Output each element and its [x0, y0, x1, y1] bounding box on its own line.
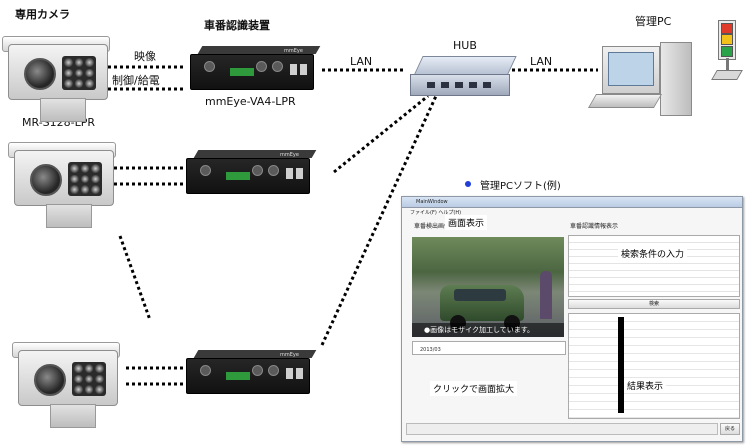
menu-bar[interactable]: ファイル(F) ヘルプ(H) [410, 210, 462, 216]
control-power-label: 制御/給電 [112, 74, 160, 87]
recognition-device-icon: mmEye [186, 350, 317, 394]
callout-screen-display: 画面表示 [445, 215, 488, 230]
lan-dev3-hub [320, 95, 438, 346]
pc-label: 管理PC [635, 15, 672, 28]
camera-title: 専用カメラ [15, 8, 70, 21]
callout-result-display: 結果表示 [624, 378, 667, 393]
software-window[interactable]: MainWindow ファイル(F) ヘルプ(H) 車番検出画像 車番認識情報表… [401, 196, 743, 442]
window-title: MainWindow [416, 199, 448, 205]
bullet-icon [465, 181, 471, 187]
lan-label-left: LAN [350, 55, 373, 68]
security-camera-icon [12, 342, 120, 428]
lan-label-right: LAN [530, 55, 553, 68]
plate-readout-bar [412, 341, 566, 355]
software-title: 管理PCソフト(例) [480, 181, 561, 192]
video-label: 映像 [134, 50, 156, 63]
result-mask [618, 317, 624, 413]
right-heading: 車番認識情報表示 [570, 223, 619, 230]
recognition-device-icon: mmEye [190, 46, 321, 90]
continuation-dots [118, 235, 152, 321]
vehicle-image[interactable] [412, 237, 564, 337]
status-bar [406, 423, 718, 435]
hub-label: HUB [453, 39, 477, 52]
search-condition-table[interactable] [568, 235, 740, 297]
recognition-device-icon: mmEye [186, 150, 317, 194]
callout-click-zoom: クリックで画面拡大 [430, 381, 518, 396]
left-heading: 車番検出画像 [414, 223, 451, 230]
plate-readout: 2013/03 [420, 347, 441, 353]
result-table[interactable] [568, 313, 740, 419]
recognizer-model-label: mmEye-VA4-LPR [205, 95, 296, 108]
recognizer-title: 車番認識装置 [204, 19, 270, 32]
callout-search-input: 検索条件の入力 [618, 246, 688, 261]
lan-dev2-hub [333, 94, 429, 174]
mosaic-note: ●画像はモザイク加工しています。 [424, 326, 535, 334]
close-button[interactable]: 戻る [720, 423, 740, 435]
security-camera-icon [2, 36, 110, 122]
search-button[interactable]: 検索 [568, 299, 740, 309]
security-camera-icon [8, 142, 116, 228]
window-titlebar [402, 197, 742, 208]
